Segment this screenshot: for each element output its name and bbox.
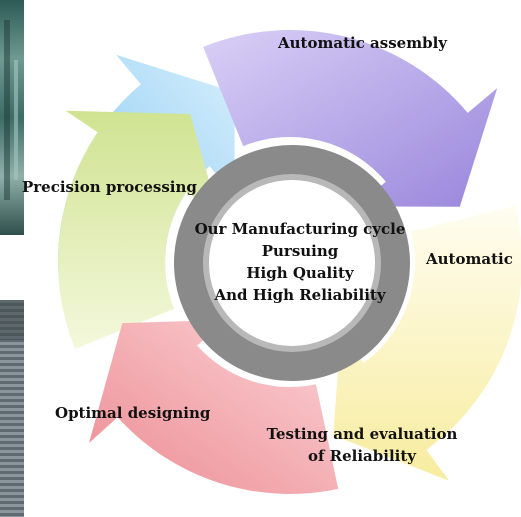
step-label-text: Precision processing <box>22 178 197 196</box>
step-label-text: Automatic assembly <box>278 34 447 52</box>
step-label-optimal-designing: Optimal designing <box>55 404 210 422</box>
factory-photo-bottom <box>0 300 24 517</box>
center-line-2: Pursuing <box>261 242 339 260</box>
inner-ring <box>203 174 381 352</box>
cycle-arrow-1 <box>203 30 498 207</box>
step-label-text: Optimal designing <box>55 404 211 422</box>
cycle-arrow-4 <box>58 110 219 349</box>
center-caption: Our Manufacturing cycle Pursuing High Qu… <box>150 218 450 306</box>
center-line-4: And High Reliability <box>214 286 386 304</box>
step-label-testing: Testing and evaluation of Reliability <box>262 423 462 467</box>
step-label-automatic: Automatic <box>426 250 513 268</box>
center-line-3: High Quality <box>246 264 354 282</box>
step-label-text: Testing and evaluation <box>266 425 458 443</box>
step-label-text: Automatic <box>426 250 513 268</box>
step-label-precision-processing: Precision processing <box>22 178 197 196</box>
center-disc <box>210 181 374 345</box>
step-label-text: of Reliability <box>307 447 417 465</box>
center-line-1: Our Manufacturing cycle <box>194 220 406 238</box>
outer-ring <box>174 145 410 381</box>
factory-photo-top <box>0 0 24 235</box>
cycle-arrow-3 <box>89 319 339 494</box>
cycle-arrow-2 <box>333 205 521 481</box>
step-label-automatic-assembly: Automatic assembly <box>278 34 447 52</box>
